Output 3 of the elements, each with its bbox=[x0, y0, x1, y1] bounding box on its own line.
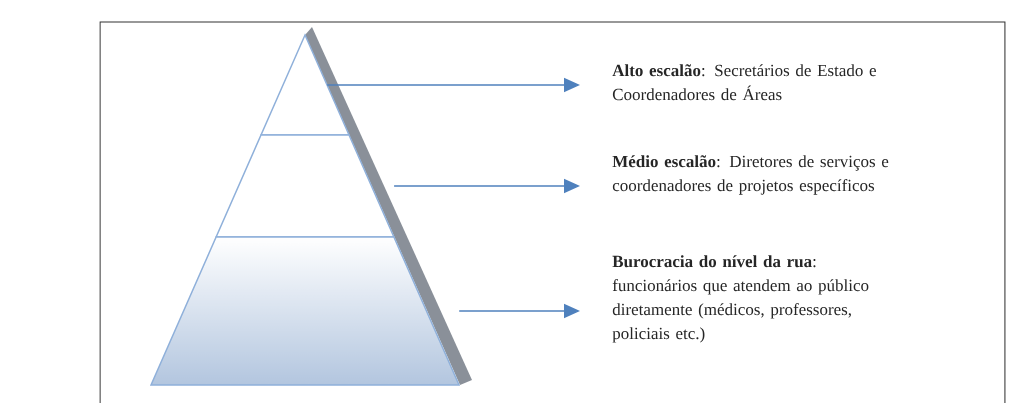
level-description: Alto escalão: Secretários de Estado e Coordenadores de Áreas bbox=[612, 64, 876, 101]
level-description: Médio escalão: Diretores de serviços e coordenadores de projetos específicos bbox=[612, 155, 889, 195]
level-description: Burocracia do nível da rua: funcionários que atendem ao público diretamente (médicos, professores, policiais etc.) bbox=[612, 255, 869, 343]
